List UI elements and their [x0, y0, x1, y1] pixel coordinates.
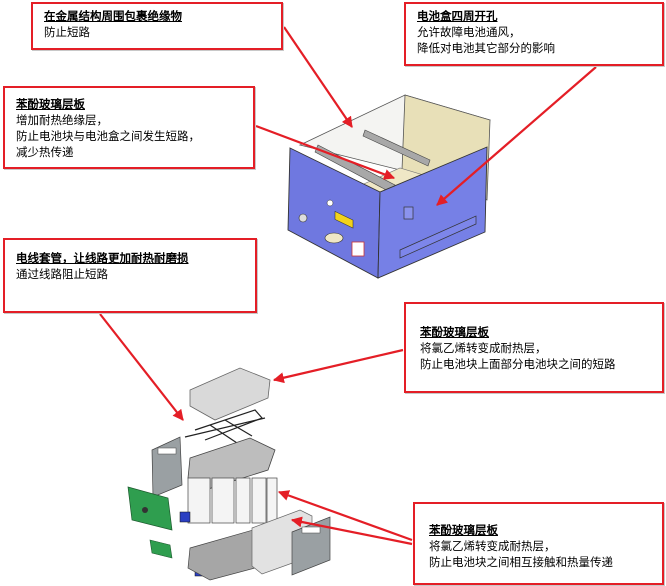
small-circuit-board: [149, 539, 173, 559]
callout-metal-structure-insulation: 在金属结构周围包裹绝缘物 防止短路: [31, 2, 283, 50]
callout-title: 苯酚玻璃层板: [420, 325, 489, 339]
wiring-harness: [184, 409, 266, 446]
callout-line: 将氯乙烯转变成耐热层，: [429, 539, 556, 553]
battery-cell: [187, 477, 211, 524]
control-circuit-board: [127, 486, 173, 531]
front-oval-port: [324, 232, 344, 244]
callout-title: 电池盒四周开孔: [417, 9, 498, 23]
callout-line: 降低对电池其它部分的影响: [417, 41, 555, 55]
warning-label: [334, 211, 354, 229]
battery-cells: [187, 477, 278, 524]
callout-line: 防止短路: [44, 25, 90, 39]
blue-connector-upper: [179, 511, 191, 523]
arrow-phenolic-glass-laminate-box: [255, 124, 396, 180]
battery-cell: [266, 477, 278, 524]
battery-cell: [251, 477, 267, 524]
enclosure-rail-right: [362, 129, 431, 167]
pcb-connector: [142, 507, 148, 513]
callout-arrows: [99, 26, 597, 546]
arrow-metal-structure-insulation: [283, 26, 353, 128]
spec-label: [351, 241, 365, 257]
callout-title: 苯酚玻璃层板: [16, 97, 85, 111]
front-round-port: [298, 213, 308, 223]
callout-line: 将氯乙烯转变成耐热层，: [420, 341, 547, 355]
callout-title: 在金属结构周围包裹绝缘物: [44, 9, 182, 23]
callout-line: 减少热传递: [16, 145, 74, 159]
callout-phenolic-glass-laminate-box: 苯酚玻璃层板 增加耐热绝缘层， 防止电池块与电池盒之间发生短路， 减少热传递: [3, 86, 255, 169]
callout-line: 防止电池块之间相互接触和热量传递: [429, 555, 613, 569]
top-laminate-sheet: [189, 367, 271, 421]
callout-title: 电线套管，让线路更加耐热耐磨损: [16, 251, 189, 265]
arrow-box-vent-holes: [436, 66, 597, 206]
battery-cell: [235, 477, 251, 524]
callout-title: 苯酚玻璃层板: [429, 523, 498, 537]
right-side-panel: [291, 516, 331, 576]
front-hole: [326, 199, 334, 207]
battery-enclosure-illustration: [287, 94, 491, 279]
callout-line: 防止电池块上面部分电池块之间的短路: [420, 357, 616, 371]
arrow-phenolic-glass-laminate-top: [272, 348, 404, 384]
side-mounting-bracket: [399, 215, 477, 259]
arrow-phenolic-glass-laminate-cells-a: [277, 490, 413, 542]
callout-wire-sleeving: 电线套管，让线路更加耐热耐磨损 通过线路阻止短路: [3, 238, 257, 313]
callout-box-vent-holes: 电池盒四周开孔 允许故障电池通风， 降低对电池其它部分的影响: [404, 2, 664, 66]
battery-cell: [211, 477, 235, 524]
enclosure-right-face: [377, 146, 488, 279]
arrow-wire-sleeving: [99, 313, 184, 421]
callout-line: 允许故障电池通风，: [417, 25, 521, 39]
left-side-panel-window: [157, 447, 177, 455]
side-vent-opening: [403, 206, 414, 220]
callout-line: 防止电池块与电池盒之间发生短路，: [16, 129, 200, 143]
callout-line: 增加耐热绝缘层，: [16, 113, 108, 127]
arrow-phenolic-glass-laminate-cells-b: [290, 516, 413, 546]
left-side-panel: [151, 436, 183, 498]
right-side-panel-window: [301, 526, 321, 534]
callout-phenolic-glass-laminate-cells: 苯酚玻璃层板 将氯乙烯转变成耐热层， 防止电池块之间相互接触和热量传递: [413, 502, 664, 585]
callout-line: 通过线路阻止短路: [16, 267, 108, 281]
callout-phenolic-glass-laminate-top: 苯酚玻璃层板 将氯乙烯转变成耐热层， 防止电池块上面部分电池块之间的短路: [404, 302, 664, 393]
exploded-battery-assembly-illustration: [127, 367, 331, 581]
